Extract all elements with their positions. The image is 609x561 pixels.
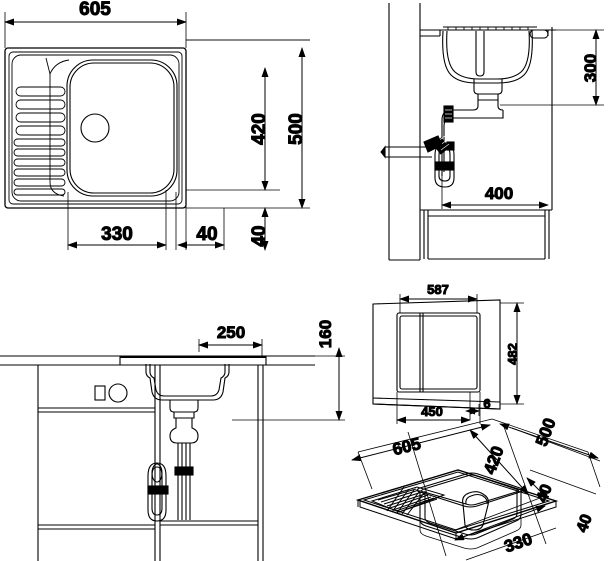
waste-pipe-assembly: [441, 100, 504, 176]
view-side-section: 300 400: [380, 3, 604, 261]
dim-400-side: [441, 176, 549, 209]
dim-label-482-cutout: 482: [505, 343, 520, 365]
worktop-slab: [0, 355, 315, 366]
dim-label-250-front: 250: [217, 323, 245, 342]
dim-300-side: [500, 29, 604, 106]
wall-profile: [388, 3, 421, 261]
cabinet-front-profile: [37, 365, 264, 561]
dim-label-330-iso: 330: [502, 529, 535, 556]
dim-label-420-plan: 420: [249, 113, 270, 145]
trap-front: [147, 462, 194, 522]
view-isometric: 605 500 420 40 40 330: [351, 415, 601, 561]
dim-label-605-iso: 605: [391, 434, 423, 459]
dim-label-40-iso-upper: 40: [534, 482, 556, 505]
dim-40-iso-upper: [526, 477, 548, 499]
cutout-inner-rect: [396, 312, 481, 393]
dim-label-420-iso: 420: [480, 444, 508, 477]
sink-section-bowl: [420, 29, 556, 101]
view-top-plan: 605: [4, 0, 310, 251]
dim-250-front: [198, 339, 263, 358]
dim-label-300-side: 300: [581, 54, 600, 82]
appliance-controls: [94, 383, 128, 403]
dim-label-40-iso-lower: 40: [574, 512, 596, 535]
iso-drainer-grooves: [377, 486, 438, 516]
iso-underside: [419, 518, 522, 550]
iso-drainer: [370, 486, 446, 513]
dim-420-iso: [469, 429, 529, 495]
view-front-section: 250 160: [0, 319, 345, 561]
dim-label-40-plan-bottom: 40: [249, 225, 270, 246]
sink-plan-drainer-edge: [45, 57, 70, 197]
drain-hole-icon: [80, 113, 110, 143]
dim-160-front: [232, 347, 345, 421]
dim-label-605-plan: 605: [79, 0, 111, 20]
sink-plan-rim: [8, 51, 183, 205]
dim-label-330-plan: 330: [101, 224, 133, 245]
dim-330-plan: [67, 192, 167, 250]
cabinet-side-profile: [420, 27, 553, 260]
sink-plan-bowl: [66, 59, 178, 197]
dim-40-plan-right: [177, 208, 225, 250]
iso-bowl: [416, 472, 524, 540]
sink-plan-outline: [4, 47, 187, 209]
dim-label-587-cutout: 587: [427, 282, 449, 297]
wall-outlet-pipe: [380, 135, 443, 159]
dim-label-40-plan-right: 40: [196, 224, 217, 245]
dim-label-400-side: 400: [485, 184, 513, 203]
view-cutout-detail: 587 482 450 6: [372, 282, 524, 424]
dim-605-iso: [351, 423, 491, 462]
dim-label-160-front: 160: [316, 320, 335, 348]
waste-pipe-front: [169, 418, 199, 520]
drainer-grooves: [13, 86, 66, 196]
dim-label-6-cutout: 6: [483, 396, 490, 411]
dim-6-cutout: [465, 404, 480, 416]
dim-label-450-cutout: 450: [421, 404, 443, 419]
sink-front-bowl: [145, 364, 230, 419]
sink-rim-hatch: [443, 26, 537, 31]
dim-label-500-plan: 500: [286, 113, 307, 145]
